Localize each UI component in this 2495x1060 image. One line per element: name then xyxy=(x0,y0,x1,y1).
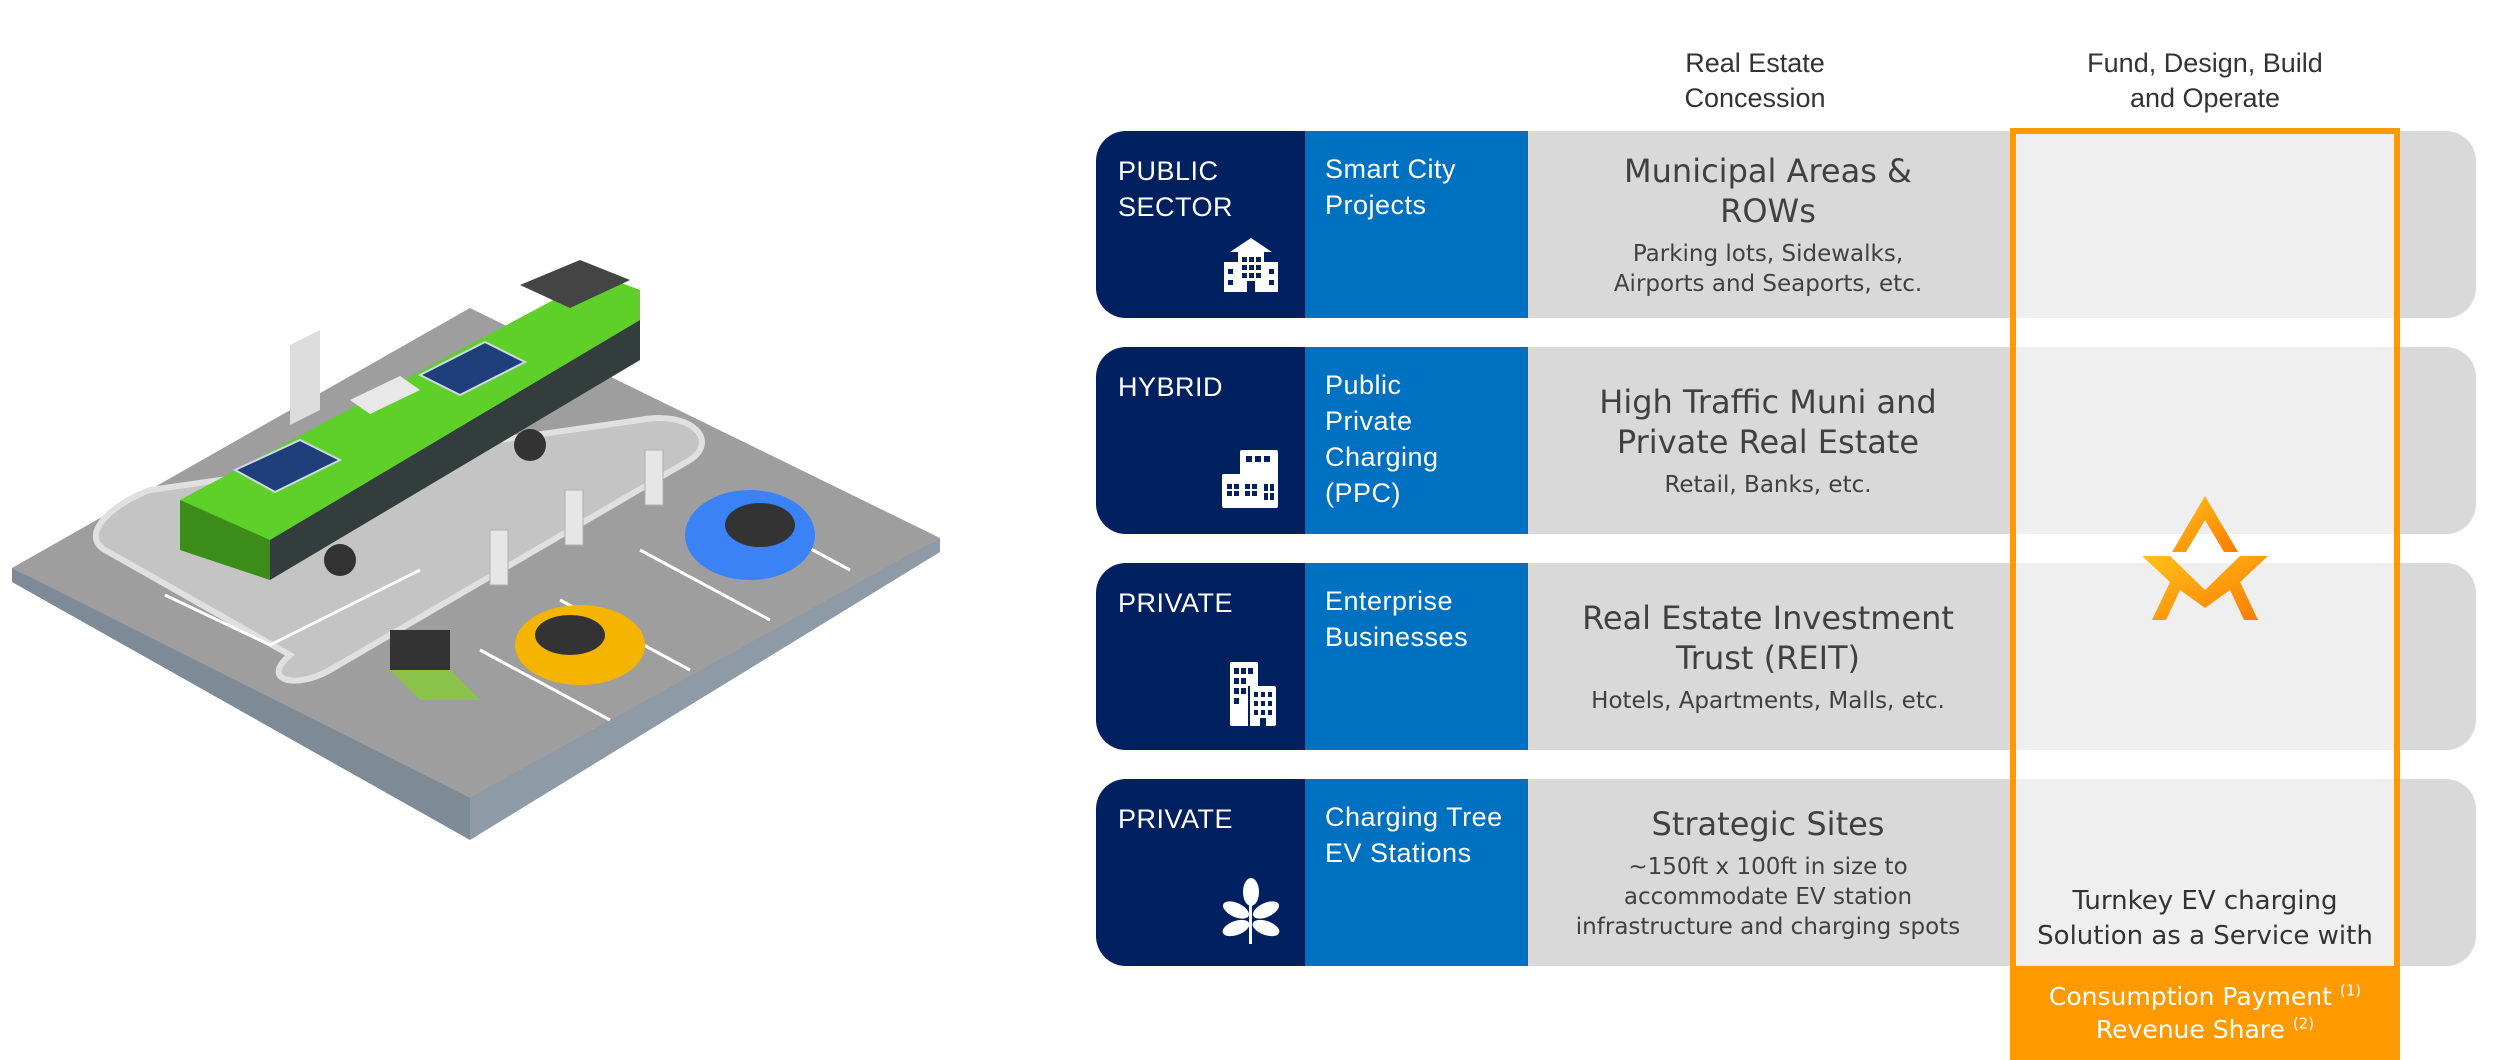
segment-label: Smart City Projects xyxy=(1325,154,1457,220)
concession-subtitle: Retail, Banks, etc. xyxy=(1664,471,1872,498)
sector-label: PRIVATE xyxy=(1118,804,1234,834)
footnote-1: (1) xyxy=(2339,981,2362,1000)
footnote-2: (2) xyxy=(2292,1014,2315,1033)
segment-cell: Enterprise Businesses xyxy=(1305,563,1528,750)
sector-label: PUBLIC SECTOR xyxy=(1118,156,1234,222)
header-fund-design-build-operate: Fund, Design, Build and Operate xyxy=(2087,48,2323,113)
concession-cell: High Traffic Muni and Private Real Estat… xyxy=(1528,347,2008,534)
sector-cell: HYBRID xyxy=(1096,347,1305,534)
turnkey-description: Turnkey EV charging Solution as a Servic… xyxy=(2037,886,2373,951)
platform-left-edge xyxy=(12,568,470,840)
consumption-payment-line: Consumption Payment (1) xyxy=(2010,980,2400,1013)
ev-charging-parking-lot-illustration xyxy=(12,260,940,840)
segment-label: Public Private Charging (PPC) xyxy=(1325,370,1439,508)
segment-cell: Smart City Projects xyxy=(1305,131,1528,318)
concession-title: Real Estate Investment Trust (REIT) xyxy=(1582,598,1954,677)
sector-label: PRIVATE xyxy=(1118,588,1234,618)
concession-title: High Traffic Muni and Private Real Estat… xyxy=(1599,382,1937,461)
fund-design-build-operate-column xyxy=(2010,128,2400,1060)
sector-label: HYBRID xyxy=(1118,372,1224,402)
concession-title: Municipal Areas & ROWs xyxy=(1624,151,1912,230)
segment-cell: Charging Tree EV Stations xyxy=(1305,779,1528,966)
consumption-payment-label: Consumption Payment xyxy=(2048,982,2332,1011)
fund-cell xyxy=(2016,779,2394,966)
sprout-leaves-icon xyxy=(1222,878,1280,944)
platform-right-edge xyxy=(470,538,940,840)
company-logo-icon xyxy=(2142,496,2268,620)
blue-car xyxy=(685,490,815,580)
segment-label: Charging Tree EV Stations xyxy=(1325,802,1503,868)
charging-posts xyxy=(489,449,664,586)
segment-cell: Public Private Charging (PPC) xyxy=(1305,347,1528,534)
sector-cell: PRIVATE xyxy=(1096,779,1305,966)
sector-cell: PRIVATE xyxy=(1096,563,1305,750)
row-hybrid: HYBRID Public Private Charging (PPC) Hig… xyxy=(1096,347,2476,534)
office-buildings-icon xyxy=(1230,662,1276,726)
electric-bus xyxy=(180,260,640,580)
header-real-estate-concession: Real Estate Concession xyxy=(1684,48,1826,113)
revenue-share-line: Revenue Share (2) xyxy=(2010,1013,2400,1046)
concession-subtitle: ~150ft x 100ft in size to accommodate EV… xyxy=(1575,853,1961,940)
yellow-car xyxy=(515,605,645,685)
mixed-buildings-icon xyxy=(1222,450,1278,508)
scooter-rack xyxy=(390,630,480,700)
government-building-icon xyxy=(1224,238,1278,292)
sector-cell: PUBLIC SECTOR xyxy=(1096,131,1305,318)
revenue-share-label: Revenue Share xyxy=(2095,1015,2285,1044)
payment-terms-banner: Consumption Payment (1) Revenue Share (2… xyxy=(2010,966,2400,1060)
concession-subtitle: Hotels, Apartments, Malls, etc. xyxy=(1591,687,1945,714)
concession-subtitle: Parking lots, Sidewalks, Airports and Se… xyxy=(1613,240,1923,297)
concession-cell: Municipal Areas & ROWs Parking lots, Sid… xyxy=(1528,131,2008,318)
concession-cell: Real Estate Investment Trust (REIT) Hote… xyxy=(1528,563,2008,750)
segment-label: Enterprise Businesses xyxy=(1325,586,1469,652)
fund-cell xyxy=(2016,134,2394,318)
concession-title: Strategic Sites xyxy=(1651,804,1885,843)
concession-cell: Strategic Sites ~150ft x 100ft in size t… xyxy=(1528,779,2008,966)
